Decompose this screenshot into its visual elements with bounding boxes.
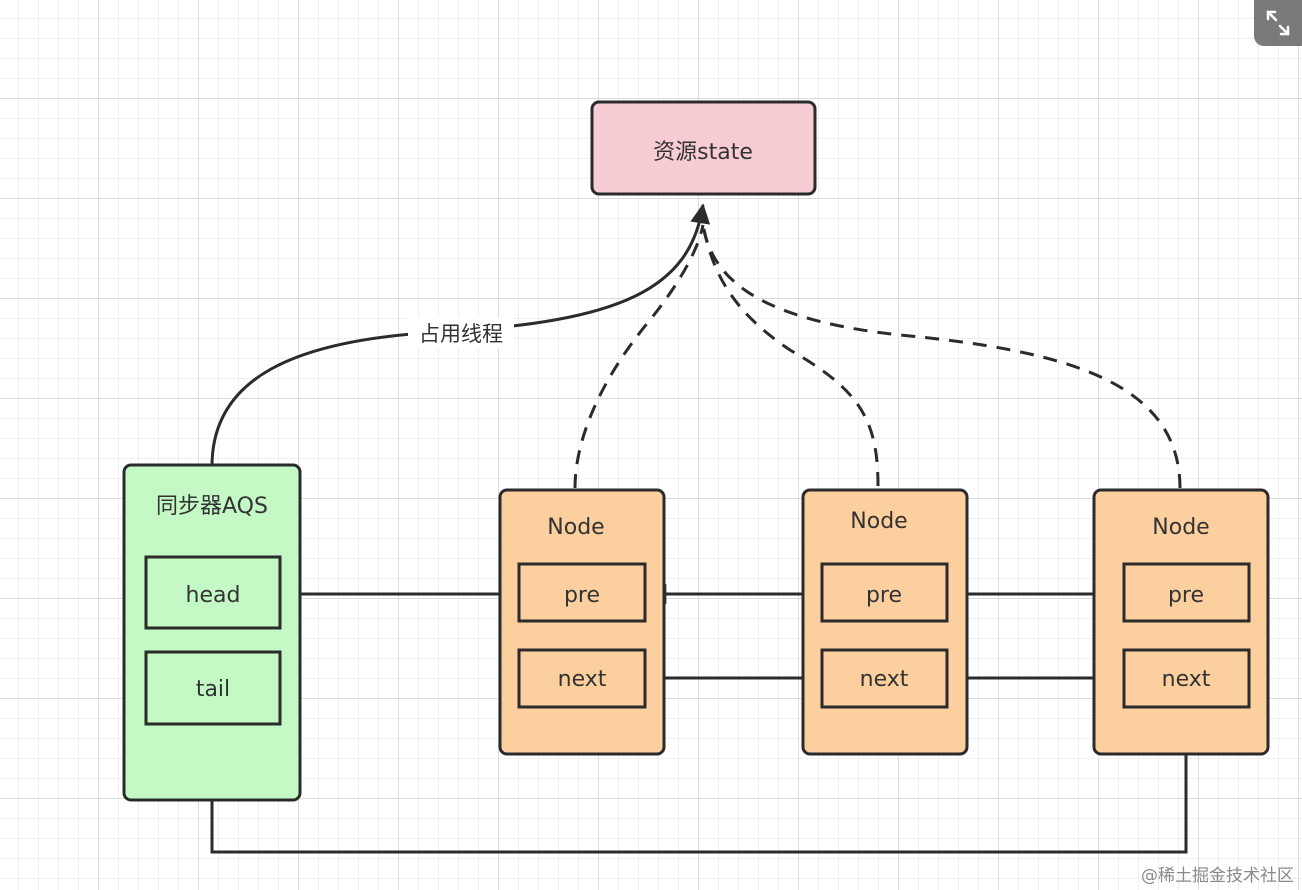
node-1-next-field bbox=[517, 648, 647, 709]
watermark: @稀土掘金技术社区 bbox=[1141, 866, 1294, 886]
node-2-title: Node bbox=[850, 509, 907, 534]
aqs-head-field bbox=[144, 555, 282, 630]
node-1-pre-label: pre bbox=[564, 583, 600, 608]
node-3-pre-field bbox=[1122, 562, 1251, 623]
node-1-pre-field bbox=[517, 562, 647, 623]
wait-edge-node-1 bbox=[573, 224, 705, 489]
wait-edge-node-2 bbox=[701, 224, 880, 487]
aqs-head-label: head bbox=[186, 583, 241, 608]
node-2-pre-field bbox=[820, 562, 949, 623]
wait-edge-node-3 bbox=[701, 224, 1182, 489]
node-1-title: Node bbox=[547, 515, 604, 540]
tail-to-next-edge bbox=[210, 707, 1196, 854]
aqs-tail-field bbox=[144, 650, 282, 726]
aqs-box: 同步器AQS head tail bbox=[122, 463, 302, 802]
node-3-next-label: next bbox=[1162, 667, 1211, 692]
node-3-next-field bbox=[1122, 648, 1251, 709]
node-2-next-field bbox=[820, 648, 949, 709]
connectors bbox=[210, 203, 1196, 854]
aqs-tail-label: tail bbox=[196, 677, 230, 702]
node-box-3: Node pre next bbox=[1092, 488, 1270, 756]
node-box-2: Node pre next bbox=[801, 488, 969, 756]
node-box-1: Node pre next bbox=[498, 488, 666, 756]
resource-box: 资源state bbox=[590, 100, 817, 196]
occupy-label-group: 占用线程 bbox=[408, 318, 514, 348]
node-2-next-label: next bbox=[860, 667, 909, 692]
node-3-pre-label: pre bbox=[1168, 583, 1204, 608]
node-1-next-label: next bbox=[558, 667, 607, 692]
node-3-title: Node bbox=[1152, 515, 1209, 540]
aqs-title: 同步器AQS bbox=[156, 494, 268, 519]
expand-icon bbox=[1266, 10, 1290, 36]
resource-label: 资源state bbox=[653, 140, 753, 165]
occupy-label: 占用线程 bbox=[419, 322, 503, 346]
node-2-pre-label: pre bbox=[866, 583, 902, 608]
expand-button[interactable] bbox=[1254, 0, 1302, 46]
